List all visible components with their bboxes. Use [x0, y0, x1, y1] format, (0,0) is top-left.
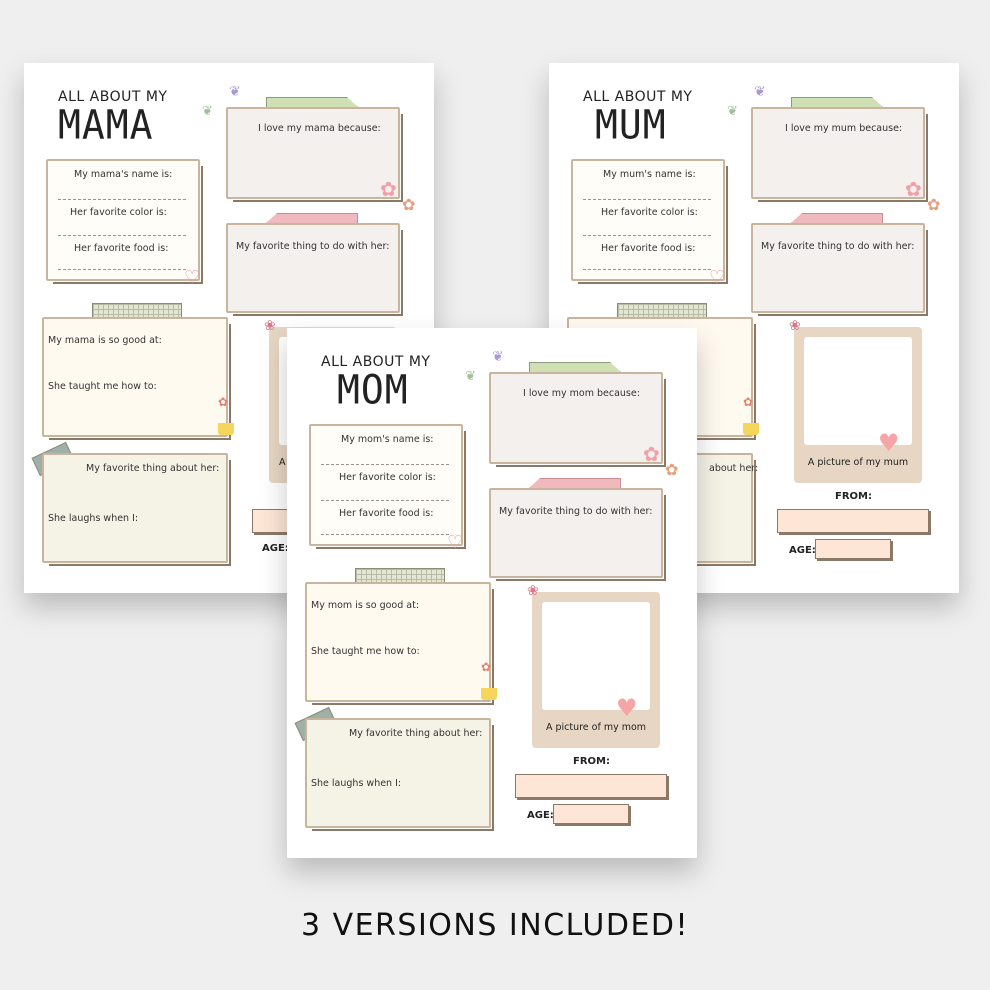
- butterfly-icon: ❦: [492, 349, 504, 365]
- photo-area: [542, 602, 650, 710]
- title-top: ALL ABOUT MY: [583, 89, 693, 105]
- from-label: FROM:: [573, 756, 610, 767]
- love-label: I love my mum because:: [785, 123, 903, 134]
- flower-icon: ✿: [402, 195, 416, 214]
- food-label: Her favorite food is:: [74, 243, 169, 254]
- flower-icon: ❀: [789, 318, 801, 334]
- write-line: [321, 534, 449, 535]
- flower-icon: ✿: [905, 177, 922, 201]
- age-label: AGE:: [789, 545, 816, 556]
- love-box: I love my mama because:: [226, 107, 403, 202]
- favorite-activity-box: My favorite thing to do with her:: [751, 223, 928, 316]
- age-field: [815, 539, 891, 559]
- write-line: [583, 269, 711, 270]
- good-at-label: My mama is so good at:: [48, 335, 162, 346]
- title-main: MAMA: [58, 101, 154, 149]
- flower-icon: ✿: [218, 395, 229, 409]
- favorite-activity-label: My favorite thing to do with her:: [761, 241, 915, 252]
- write-line: [321, 464, 449, 465]
- age-label: AGE:: [527, 810, 554, 821]
- photo-frame: ♥ A picture of my mom: [532, 592, 660, 748]
- title-top: ALL ABOUT MY: [321, 354, 431, 370]
- butterfly-icon: ❦: [202, 104, 213, 119]
- love-label: I love my mama because:: [258, 123, 381, 134]
- flower-icon: ✿: [743, 395, 754, 409]
- heart-icon: ♥: [878, 429, 900, 457]
- from-field: [777, 509, 929, 533]
- food-label: Her favorite food is:: [601, 243, 696, 254]
- favorite-thing-label: My favorite thing about her:: [349, 728, 483, 739]
- photo-caption: A picture of my mom: [545, 722, 647, 733]
- age-field: [553, 804, 629, 824]
- butterfly-icon: ❦: [727, 104, 738, 119]
- good-at-box: My mom is so good at: She taught me how …: [305, 582, 494, 705]
- good-at-label: My mom is so good at:: [311, 600, 420, 611]
- flower-icon: ❀: [264, 318, 276, 334]
- name-label: My mum's name is:: [603, 169, 696, 180]
- good-at-box: My mama is so good at: She taught me how…: [42, 317, 231, 440]
- title-top: ALL ABOUT MY: [58, 89, 168, 105]
- write-line: [321, 500, 449, 501]
- taught-label: She taught me how to:: [48, 381, 157, 392]
- title-main: MOM: [337, 366, 409, 414]
- flower-icon: ✿: [481, 660, 492, 674]
- photo-caption: A picture of my mum: [807, 457, 909, 468]
- food-label: Her favorite food is:: [339, 508, 434, 519]
- info-box: My mum's name is: Her favorite color is:…: [571, 159, 728, 284]
- heart-icon: ♡: [447, 532, 464, 553]
- heart-icon: ♡: [184, 267, 201, 288]
- favorite-thing-label: about her:: [709, 463, 759, 474]
- favorite-thing-box: My favorite thing about her: She laughs …: [42, 453, 231, 566]
- from-label: FROM:: [835, 491, 872, 502]
- butterfly-icon: ❦: [229, 84, 241, 100]
- write-line: [58, 269, 186, 270]
- write-line: [58, 235, 186, 236]
- favorite-thing-label: My favorite thing about her:: [86, 463, 220, 474]
- potted-plant-icon: [481, 688, 497, 700]
- flower-icon: ✿: [380, 177, 397, 201]
- color-label: Her favorite color is:: [339, 472, 436, 483]
- taught-label: She taught me how to:: [311, 646, 420, 657]
- color-label: Her favorite color is:: [70, 207, 167, 218]
- love-box: I love my mum because:: [751, 107, 928, 202]
- butterfly-icon: ❦: [465, 369, 476, 384]
- title-main: MUM: [595, 101, 667, 149]
- worksheet-mom: ALL ABOUT MY MOM ❦ ❦ My mom's name is: H…: [287, 328, 697, 858]
- info-box: My mom's name is: Her favorite color is:…: [309, 424, 466, 549]
- flower-icon: ✿: [927, 195, 941, 214]
- favorite-activity-box: My favorite thing to do with her:: [226, 223, 403, 316]
- photo-frame: ♥ A picture of my mum: [794, 327, 922, 483]
- favorite-thing-box: My favorite thing about her: She laughs …: [305, 718, 494, 831]
- potted-plant-icon: [743, 423, 759, 435]
- photo-caption: A: [279, 457, 286, 468]
- from-field: [515, 774, 667, 798]
- write-line: [583, 235, 711, 236]
- favorite-activity-label: My favorite thing to do with her:: [499, 506, 653, 517]
- laughs-label: She laughs when I:: [311, 778, 402, 789]
- photo-area: [804, 337, 912, 445]
- laughs-label: She laughs when I:: [48, 513, 139, 524]
- write-line: [58, 199, 186, 200]
- info-box: My mama's name is: Her favorite color is…: [46, 159, 203, 284]
- favorite-activity-box: My favorite thing to do with her:: [489, 488, 666, 581]
- flower-icon: ✿: [665, 460, 679, 479]
- butterfly-icon: ❦: [754, 84, 766, 100]
- heart-icon: ♥: [616, 694, 638, 722]
- flower-icon: ✿: [643, 442, 660, 466]
- flower-icon: ❀: [527, 583, 539, 599]
- heart-icon: ♡: [709, 267, 726, 288]
- favorite-activity-label: My favorite thing to do with her:: [236, 241, 390, 252]
- write-line: [583, 199, 711, 200]
- love-box: I love my mom because:: [489, 372, 666, 467]
- love-label: I love my mom because:: [523, 388, 640, 399]
- color-label: Her favorite color is:: [601, 207, 698, 218]
- age-label: AGE:: [262, 543, 289, 554]
- potted-plant-icon: [218, 423, 234, 435]
- name-label: My mama's name is:: [74, 169, 173, 180]
- name-label: My mom's name is:: [341, 434, 434, 445]
- footer-caption: 3 VERSIONS INCLUDED!: [300, 908, 690, 943]
